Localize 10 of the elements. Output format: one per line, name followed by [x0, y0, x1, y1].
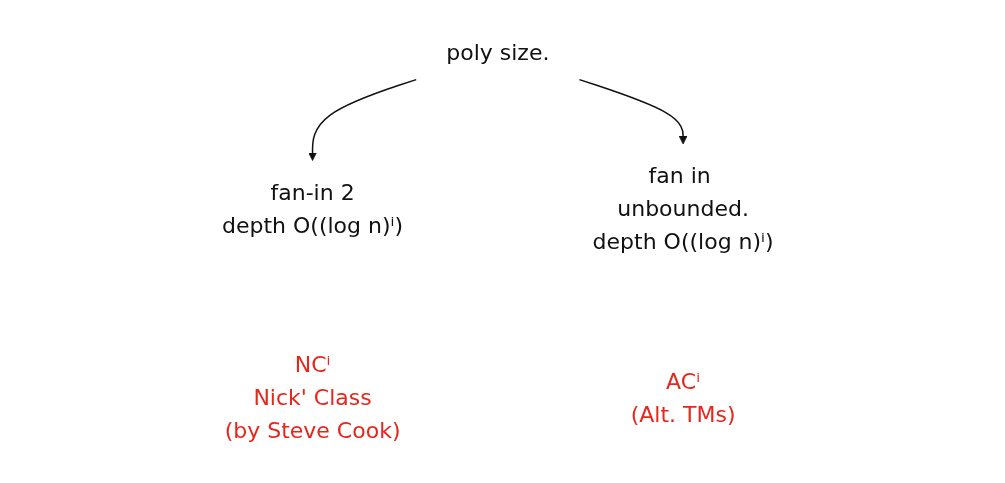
node-text: fan in unbounded. depth O((log n)ⁱ)	[592, 163, 774, 254]
node-label: Nick' Class	[253, 385, 372, 410]
node-label: (by Steve Cook)	[224, 418, 401, 443]
node-label: NCⁱ	[294, 352, 331, 377]
node-label: (Alt. TMs)	[630, 401, 736, 427]
arrow	[578, 78, 688, 145]
arrow	[308, 78, 417, 161]
node-label: ACⁱ	[666, 368, 701, 394]
node-text: poly size.	[446, 40, 550, 65]
node-text: fan-in 2 depth O((log n)ⁱ)	[221, 179, 404, 238]
